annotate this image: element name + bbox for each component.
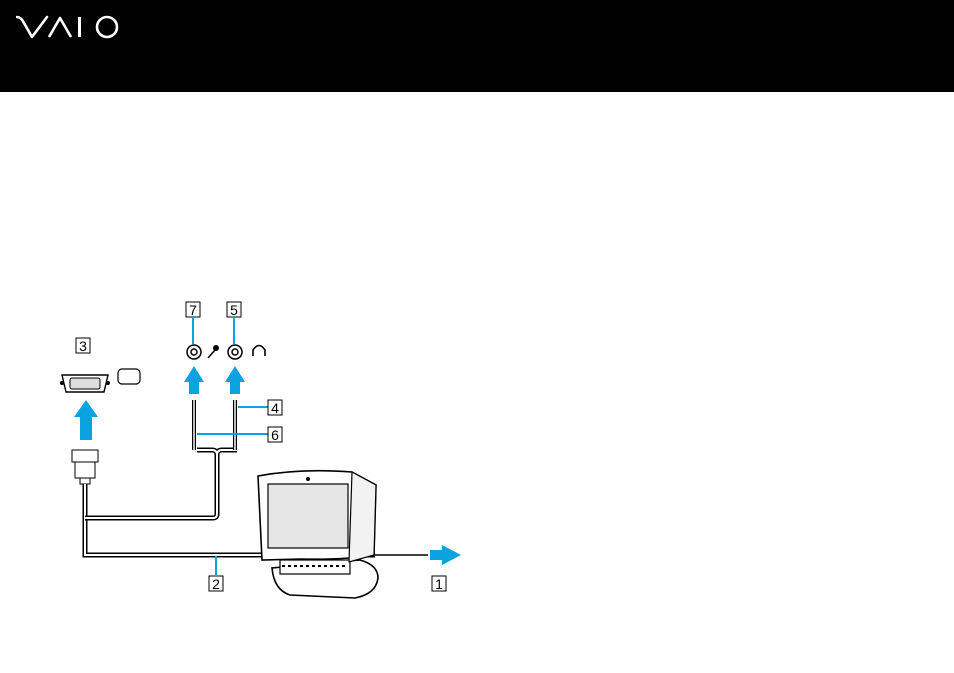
mic-jack	[187, 345, 201, 359]
vga-port-icon	[60, 375, 110, 392]
arrow-up-mic	[184, 366, 204, 394]
callout-5: 5	[227, 302, 241, 344]
svg-text:3: 3	[79, 338, 87, 354]
svg-text:5: 5	[230, 302, 238, 318]
svg-text:2: 2	[212, 576, 220, 592]
microphone-icon	[208, 345, 219, 358]
external-monitor	[258, 471, 378, 598]
monitor-port-icon	[118, 369, 140, 384]
headphones-icon	[253, 346, 265, 357]
callout-3: 3	[76, 338, 90, 354]
headphone-jack	[228, 345, 242, 359]
callout-4: 4	[238, 400, 282, 416]
svg-text:4: 4	[271, 400, 279, 416]
svg-text:1: 1	[435, 576, 443, 592]
vga-plug	[72, 450, 98, 484]
callout-2: 2	[209, 556, 223, 592]
svg-text:6: 6	[271, 427, 279, 443]
arrow-up-headphone	[225, 366, 245, 394]
arrow-right-power	[430, 545, 461, 565]
callout-1: 1	[432, 576, 446, 592]
callout-7: 7	[186, 302, 200, 344]
svg-text:7: 7	[189, 302, 197, 318]
callout-6: 6	[197, 427, 282, 443]
arrow-up-vga	[74, 400, 98, 440]
